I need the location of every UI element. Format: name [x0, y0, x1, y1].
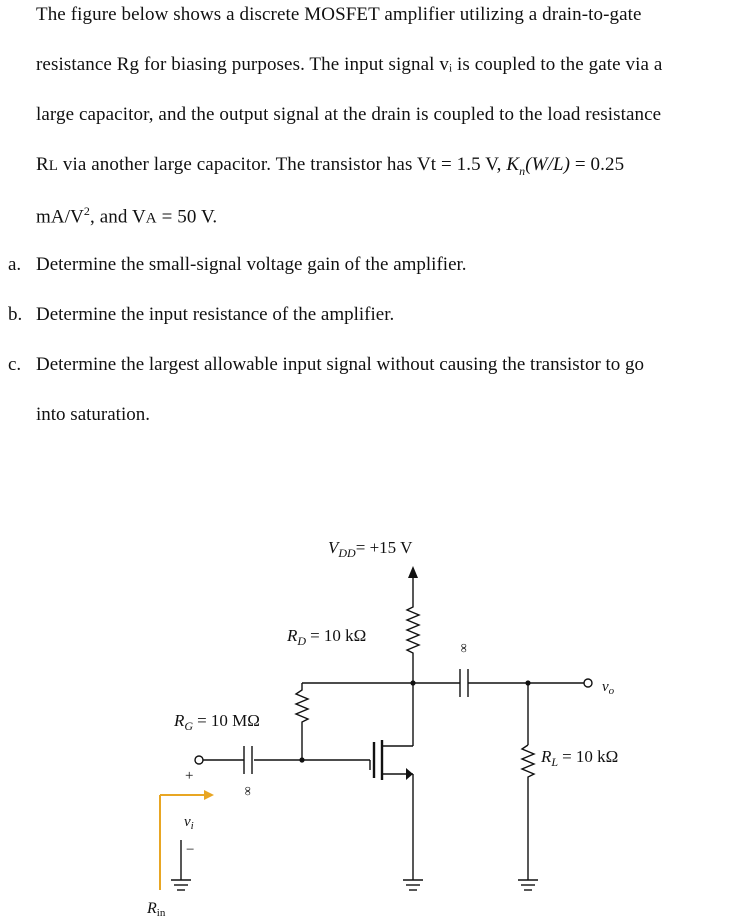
- rg-resistor: [294, 683, 310, 760]
- question-c: c. Determine the largest allowable input …: [8, 354, 644, 376]
- minus-sign: −: [186, 842, 194, 858]
- output-junction-dot: [525, 680, 531, 686]
- drain-junction-dot: [410, 680, 416, 686]
- vo-terminal: [583, 678, 593, 688]
- question-b-text: Determine the input resistance of the am…: [36, 304, 395, 325]
- kn-subscript: n: [519, 163, 526, 178]
- rin-arrow-icon: [159, 794, 208, 890]
- kn-symbol: K: [506, 154, 520, 175]
- vo-label: vo: [602, 679, 615, 697]
- rl-label: RL= 10 kΩ: [540, 747, 618, 769]
- intro-line-4-text: via another large capacitor. The transis…: [58, 154, 507, 175]
- source-arrow-icon: [406, 768, 413, 780]
- kn-unit-exponent: 2: [83, 204, 91, 218]
- question-a: a. Determine the small-signal voltage gai…: [8, 254, 467, 276]
- intro-line-4: RL via another large capacitor. The tran…: [36, 154, 624, 179]
- rl-subscript: L: [48, 158, 59, 174]
- cin-infinity-label: ∞: [241, 786, 256, 795]
- intro-line-3: large capacitor, and the output signal a…: [36, 104, 662, 125]
- intro-line-5: mA/V2, and VA = 50 V.: [36, 204, 217, 228]
- kn-unit: mA/V: [36, 206, 84, 228]
- rg-label: RG= 10 MΩ: [173, 711, 260, 733]
- intro-line-2: resistance Rg for biasing purposes. The …: [36, 54, 663, 75]
- rl-resistor: [520, 744, 536, 880]
- rin-label: Rin: [146, 900, 166, 919]
- va-value: = 50 V.: [156, 206, 218, 228]
- ground-symbol-input: [171, 879, 191, 891]
- intro-line-1: The figure below shows a discrete MOSFET…: [36, 4, 642, 25]
- question-b: b. Determine the input resistance of the …: [8, 304, 394, 326]
- question-c-marker: c.: [8, 354, 22, 375]
- ground-symbol-source: [403, 879, 423, 891]
- rd-label: RD= 10 kΩ: [286, 626, 366, 648]
- cout-infinity-label: ∞: [457, 643, 472, 652]
- question-a-marker: a.: [8, 254, 22, 275]
- rl-symbol: R: [36, 154, 49, 175]
- question-c-cont-text: into saturation.: [36, 404, 150, 425]
- vi-label: vi: [184, 814, 194, 832]
- va-subscript: A: [145, 210, 157, 227]
- plus-sign: +: [185, 768, 193, 784]
- rin-arrowhead-icon: [204, 790, 214, 800]
- kn-value: = 0.25: [570, 154, 625, 175]
- va-prefix: , and V: [90, 206, 146, 228]
- vi-terminal: [194, 755, 204, 765]
- gate-junction-dot: [299, 757, 305, 763]
- question-a-text: Determine the small-signal voltage gain …: [36, 254, 467, 275]
- wl-ratio: (W/L): [525, 154, 571, 175]
- question-c-continued: into saturation.: [8, 404, 150, 426]
- question-c-text: Determine the largest allowable input si…: [36, 354, 645, 375]
- ground-symbol-load: [518, 879, 538, 891]
- vdd-label: VDD= +15 V: [328, 538, 413, 560]
- rd-resistor: [405, 600, 421, 683]
- question-b-marker: b.: [8, 304, 23, 325]
- vdd-arrow-icon: [408, 566, 418, 578]
